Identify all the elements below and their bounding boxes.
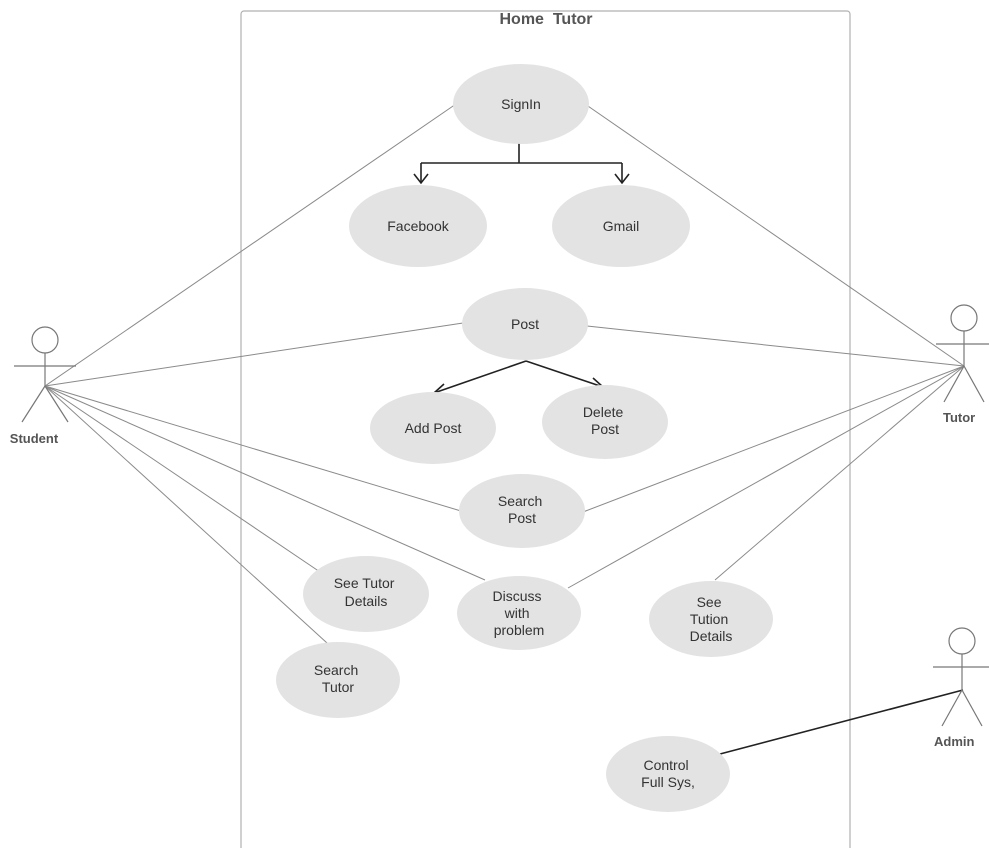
assoc-student-post bbox=[44, 322, 464, 387]
actor-tutor-label: Tutor bbox=[943, 410, 975, 425]
actor-admin-head bbox=[948, 627, 976, 655]
actor-student-label: Student bbox=[10, 431, 59, 446]
usecase-see-tutor-details-label-line2: Details bbox=[345, 593, 388, 609]
svg-text:See Tutor Details: See Tutor Details bbox=[334, 575, 399, 609]
usecase-search-tutor-label-line2: Tutor bbox=[322, 679, 354, 695]
usecase-signin: SignIn bbox=[453, 64, 589, 144]
arrowhead-gmail bbox=[614, 173, 630, 185]
assoc-tutor-signin bbox=[584, 103, 965, 367]
usecase-delete-post: Delete Post bbox=[542, 385, 668, 459]
assoc-student-see-tutor-details bbox=[44, 385, 324, 575]
assoc-tutor-see-tution-details bbox=[714, 365, 965, 581]
svg-text:Post: Post bbox=[511, 316, 539, 332]
usecase-facebook-label: Facebook bbox=[387, 218, 449, 234]
usecase-search-tutor-label-line1: Search bbox=[314, 662, 358, 678]
assoc-student-discuss bbox=[44, 385, 486, 581]
student-associations bbox=[44, 103, 486, 654]
usecase-signin-label: SignIn bbox=[501, 96, 541, 112]
svg-text:See Tution Details: See Tution Details bbox=[690, 594, 733, 644]
assoc-student-search-tutor bbox=[44, 385, 339, 654]
actor-tutor-head bbox=[950, 304, 978, 332]
system-boundary bbox=[240, 10, 851, 848]
usecase-see-tutor-details: See Tutor Details bbox=[303, 556, 429, 632]
usecase-post: Post bbox=[462, 288, 588, 360]
usecase-search-post: Search Post bbox=[459, 474, 585, 548]
usecase-delete-post-label-line2: Post bbox=[591, 421, 619, 437]
usecase-control-label-line2: Full Sys, bbox=[641, 774, 695, 790]
usecase-control-label-line1: Control bbox=[643, 757, 688, 773]
usecase-see-tution-details-label-line3: Details bbox=[690, 628, 733, 644]
svg-text:Discuss with probl: Discuss with problem bbox=[493, 588, 546, 638]
svg-text:Delete Post: Delete Post bbox=[583, 404, 627, 437]
arrowhead-facebook bbox=[413, 173, 429, 185]
assoc-admin-control bbox=[719, 689, 964, 755]
usecase-search-post-label-line1: Search bbox=[498, 493, 542, 509]
system-title: Home Tutor bbox=[499, 11, 592, 28]
svg-text:SignIn: SignIn bbox=[501, 96, 541, 112]
post-to-delete-post-arrow bbox=[525, 360, 604, 388]
usecase-gmail-label: Gmail bbox=[603, 218, 640, 234]
usecase-control-full-sys: Control Full Sys, bbox=[606, 736, 730, 812]
svg-text:Search Tutor: Search Tutor bbox=[314, 662, 362, 695]
usecase-see-tutor-details-label-line1: See Tutor bbox=[334, 575, 395, 591]
svg-text:Control Full Sys,: Control Full Sys, bbox=[641, 757, 695, 790]
assoc-tutor-discuss bbox=[567, 365, 965, 589]
actor-tutor bbox=[936, 304, 989, 403]
actor-student bbox=[14, 326, 76, 423]
tutor-associations bbox=[567, 103, 965, 589]
assoc-tutor-post bbox=[586, 325, 965, 367]
svg-text:Facebook: Facebook bbox=[387, 218, 449, 234]
svg-text:Add Post: Add Post bbox=[405, 420, 462, 436]
assoc-student-signin bbox=[44, 103, 457, 387]
assoc-student-search-post bbox=[44, 385, 462, 512]
usecase-gmail: Gmail bbox=[552, 185, 690, 267]
actor-student-head bbox=[31, 326, 59, 354]
usecase-discuss-with-problem: Discuss with problem bbox=[457, 576, 581, 650]
usecase-discuss-label-line1: Discuss bbox=[493, 588, 542, 604]
usecase-add-post-label: Add Post bbox=[405, 420, 462, 436]
signin-branch-connector bbox=[420, 143, 623, 182]
usecase-post-label: Post bbox=[511, 316, 539, 332]
usecase-see-tution-details: See Tution Details bbox=[649, 581, 773, 657]
signin-branch-arrows bbox=[413, 143, 630, 185]
actor-admin bbox=[933, 627, 989, 727]
usecase-discuss-label-line3: problem bbox=[494, 622, 545, 638]
usecase-delete-post-label-line1: Delete bbox=[583, 404, 624, 420]
usecase-discuss-label-line2: with bbox=[504, 605, 530, 621]
svg-text:Search Post: Search Post bbox=[498, 493, 546, 526]
usecase-search-tutor: Search Tutor bbox=[276, 642, 400, 718]
assoc-tutor-search-post bbox=[582, 365, 965, 513]
usecase-facebook: Facebook bbox=[349, 185, 487, 267]
post-to-add-post-arrow bbox=[433, 360, 527, 394]
actor-admin-label: Admin bbox=[934, 734, 975, 749]
usecase-search-post-label-line2: Post bbox=[508, 510, 536, 526]
usecase-add-post: Add Post bbox=[370, 392, 496, 464]
usecase-see-tution-details-label-line1: See bbox=[697, 594, 722, 610]
svg-text:Gmail: Gmail bbox=[603, 218, 640, 234]
usecase-see-tution-details-label-line2: Tution bbox=[690, 611, 728, 627]
